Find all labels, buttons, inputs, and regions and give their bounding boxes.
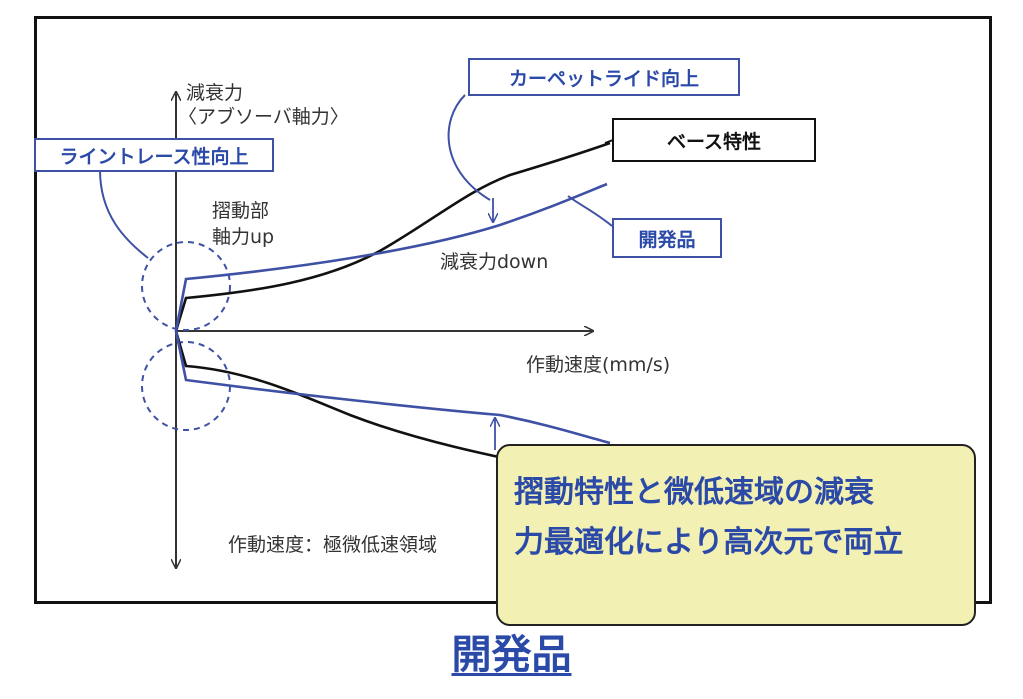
base-characteristic-box: ベース特性 xyxy=(612,118,816,162)
developed-curve-upper xyxy=(174,182,608,332)
upper-dashed-circle xyxy=(141,241,231,331)
summary-callout: 摺動特性と微低速域の減衰 力最適化により高次元で両立 xyxy=(496,444,976,626)
low-speed-label: 作動速度：極微低速領域 xyxy=(228,534,438,556)
callout-line1: 摺動特性と微低速域の減衰 xyxy=(514,475,874,510)
developed-product-box: 開発品 xyxy=(612,218,722,258)
sliding-label-line1: 摺動部 xyxy=(212,200,270,222)
caption-text: 開発品 xyxy=(451,632,572,678)
line-trace-box: ライントレース性向上 xyxy=(34,138,274,172)
y-axis-label-line2: 〈アブソーバ軸力〉 xyxy=(178,106,349,128)
sliding-label-line2: 軸力up xyxy=(212,226,275,248)
base-curve-upper xyxy=(174,141,611,332)
damping-down-label: 減衰力down xyxy=(440,251,549,273)
leader-carpet-ride xyxy=(447,94,491,201)
x-axis-label: 作動速度(mm/s) xyxy=(526,354,671,376)
leader-line-trace xyxy=(99,169,149,259)
leader-developed xyxy=(567,195,613,227)
lower-dashed-circle xyxy=(141,341,231,431)
leader-base xyxy=(604,139,614,144)
caption: 開発品 xyxy=(0,622,1023,680)
carpet-ride-box: カーペットライド向上 xyxy=(468,58,740,96)
callout-line2: 力最適化により高次元で両立 xyxy=(514,525,904,560)
y-axis-label-line1: 減衰力 xyxy=(186,82,244,104)
developed-curve-lower xyxy=(174,330,611,445)
